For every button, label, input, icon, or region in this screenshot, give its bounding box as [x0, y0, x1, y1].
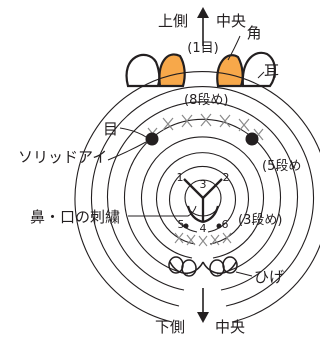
- knot-right: [216, 223, 222, 229]
- stitch-number-3: 3: [200, 178, 207, 191]
- label-row5: (5段め: [262, 159, 301, 174]
- stitch-line-6: [202, 205, 220, 224]
- stitch-line-2: [202, 178, 223, 199]
- round-4: [123, 118, 282, 275]
- label-whiskers: ひげ: [254, 268, 284, 286]
- eye-right: [245, 132, 259, 146]
- leader-horn: [227, 35, 241, 61]
- arrow-up-icon: [197, 7, 209, 18]
- leader-eye: [119, 127, 147, 138]
- label-first-row: (1目): [187, 41, 218, 56]
- x-stitches-bottom: [174, 232, 232, 247]
- knot-left: [183, 223, 189, 229]
- x-stitches-row8: [147, 113, 264, 141]
- stitch-line-1: [183, 178, 204, 199]
- horn-right: [216, 54, 244, 88]
- label-bottom-center: 中央: [215, 318, 245, 336]
- leader-ear: [257, 71, 265, 79]
- label-solid-eye: ソリッドアイ: [18, 148, 107, 166]
- whiskers: [168, 256, 238, 277]
- stitch-number-2: 2: [223, 171, 230, 184]
- stitch-number-4: 4: [200, 222, 207, 235]
- label-row8: (8段め): [184, 93, 228, 108]
- label-row3: (3段め): [238, 213, 282, 228]
- stitch-line-5: [186, 205, 204, 224]
- leader-whiskers: [235, 271, 253, 277]
- round-5: [140, 136, 265, 259]
- stitch-number-6: 6: [222, 218, 229, 231]
- label-top-center: 中央: [216, 12, 246, 30]
- round-3: [106, 101, 299, 291]
- arrow-down-icon: [197, 312, 209, 323]
- eye-left: [145, 132, 159, 146]
- horn-left: [158, 53, 186, 88]
- leader-solid-eye: [107, 141, 147, 161]
- label-nose-mouth: 鼻・口の刺繍: [30, 208, 120, 226]
- label-eye: 目: [103, 120, 118, 138]
- stitch-number-5: 5: [178, 218, 185, 231]
- round-outer: [74, 71, 320, 323]
- leader-lines: [107, 35, 265, 277]
- label-bottom: 下側: [155, 318, 185, 336]
- round-6: [156, 152, 249, 245]
- round-2: [90, 86, 315, 307]
- label-horn: 角: [246, 24, 261, 42]
- label-ear: 耳: [264, 62, 279, 80]
- label-top: 上側: [158, 12, 188, 30]
- ears-and-horns: [125, 51, 276, 88]
- round-7: [168, 165, 237, 233]
- leader-nose: [128, 205, 197, 217]
- nose-mouth-embroidery: [183, 178, 223, 224]
- stitch-number-1: 1: [177, 171, 184, 184]
- ear-right: [241, 51, 276, 88]
